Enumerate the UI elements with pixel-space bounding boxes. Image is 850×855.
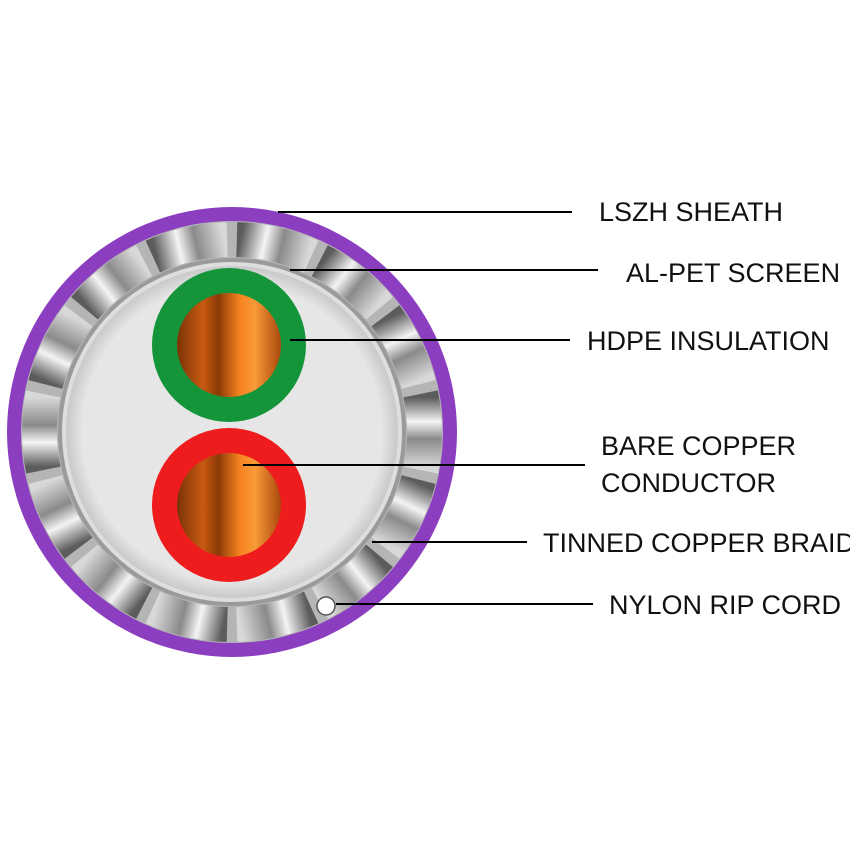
copper-conductor-top	[177, 293, 281, 397]
label-hdpe-insulation: HDPE INSULATION	[587, 326, 830, 356]
braid-segment	[403, 390, 442, 474]
nylon-rip-cord	[316, 596, 336, 616]
braid-segment	[21, 390, 61, 474]
braid-segment	[28, 475, 93, 559]
braid-segment	[236, 591, 319, 642]
label-conductor-line2: CONDUCTOR	[601, 468, 776, 498]
braid-segment	[145, 222, 228, 273]
braid-segment	[236, 222, 319, 273]
braid-segment	[71, 245, 153, 320]
braid-segment	[371, 305, 436, 389]
braid-segment	[28, 305, 93, 389]
braid-segment	[311, 245, 393, 320]
copper-conductor-bottom	[177, 453, 281, 557]
braid-segment	[145, 591, 228, 642]
label-tinned-copper-braid: TINNED COPPER BRAID	[543, 528, 850, 558]
braid-segment	[71, 544, 153, 619]
braid-segment	[371, 475, 436, 559]
label-bare-copper-line1: BARE COPPER	[601, 431, 797, 461]
label-nylon-rip-cord: NYLON RIP CORD	[609, 590, 842, 620]
label-al-pet-screen: AL-PET SCREEN	[626, 258, 841, 288]
leader-lines	[243, 211, 598, 605]
label-lszh-sheath: LSZH SHEATH	[599, 197, 784, 227]
